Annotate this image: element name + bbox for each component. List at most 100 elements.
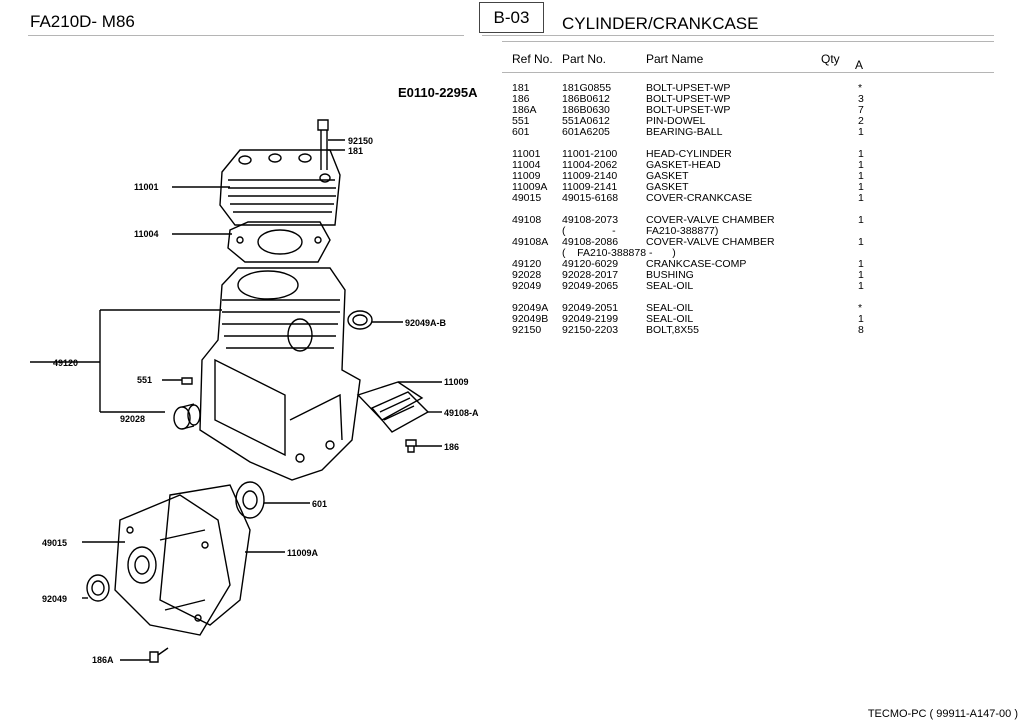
row-qty: 1: [858, 313, 864, 325]
row-qty: 2: [858, 115, 864, 127]
callout-49120: 49120: [53, 358, 78, 368]
row-qty: 1: [858, 126, 864, 138]
table-header-rule: [502, 72, 994, 73]
row-name: ): [646, 247, 676, 259]
row-part: 181G0855: [562, 82, 612, 94]
row-ref: 49108A: [512, 236, 549, 248]
row-qty: *: [858, 302, 863, 314]
row-qty: 1: [858, 170, 864, 182]
row-part: 92049-2051: [562, 302, 619, 314]
row-name: COVER-CRANKCASE: [646, 192, 753, 204]
row-qty: 1: [858, 280, 864, 292]
section-divider: [482, 35, 994, 36]
row-ref: 49120: [512, 258, 542, 270]
col-header-name: Part Name: [646, 52, 704, 66]
col-header-part: Part No.: [562, 52, 607, 66]
row-part: 49108-2086: [562, 236, 619, 248]
row-qty: 8: [858, 324, 864, 336]
row-qty: 1: [858, 181, 864, 193]
row-name: GASKET: [646, 181, 689, 193]
row-ref: 11001: [512, 148, 541, 160]
row-name: BOLT-UPSET-WP: [646, 104, 731, 116]
row-ref: 92028: [512, 269, 542, 281]
row-part: 11009-2141: [562, 181, 618, 193]
col-header-qty: Qty: [821, 52, 840, 66]
row-qty: 1: [858, 236, 864, 248]
callout-49015: 49015: [42, 538, 67, 548]
row-qty: *: [858, 82, 863, 94]
row-name: SEAL-OIL: [646, 313, 694, 325]
row-ref: 92049B: [512, 313, 549, 325]
row-name: CRANKCASE-COMP: [646, 258, 747, 270]
row-name: HEAD-CYLINDER: [646, 148, 732, 160]
row-part: 186B0630: [562, 104, 610, 116]
section-title: CYLINDER/CRANKCASE: [562, 14, 759, 33]
row-name: COVER-VALVE CHAMBER: [646, 214, 775, 226]
col-header-qty-variant: A: [855, 58, 864, 72]
row-part: 92049-2199: [562, 313, 619, 325]
row-ref: 551: [512, 115, 530, 127]
row-part: 49108-2073: [562, 214, 619, 226]
row-ref: 49015: [512, 192, 542, 204]
footer-catalog-code: TECMO-PC ( 99911-A147-00 ): [867, 708, 1018, 720]
page-code-box: B-03: [479, 2, 544, 33]
row-part: ( -: [562, 225, 616, 237]
callout-11004: 11004: [134, 229, 159, 239]
row-ref: 186A: [512, 104, 537, 116]
row-part: 49120-6029: [562, 258, 619, 270]
row-name: BOLT,8X55: [646, 324, 699, 336]
row-ref: 601: [512, 126, 530, 138]
row-qty: 1: [858, 148, 864, 160]
row-ref: 92049A: [512, 302, 549, 314]
row-ref: 181: [512, 82, 530, 94]
callout-11009a: 11009A: [287, 548, 319, 558]
row-qty: 1: [858, 214, 864, 226]
callout-11009: 11009: [444, 377, 469, 387]
row-name: GASKET: [646, 170, 689, 182]
row-part: 92150-2203: [562, 324, 619, 336]
callout-92150: 92150: [348, 136, 373, 146]
callout-49108-a: 49108-A: [444, 408, 479, 418]
model-title: FA210D- M86: [30, 12, 135, 31]
row-ref: 186: [512, 93, 530, 105]
row-qty: 1: [858, 159, 864, 171]
table-top-rule: [502, 41, 994, 42]
row-part: 11004-2062: [562, 159, 618, 171]
row-name: SEAL-OIL: [646, 280, 694, 292]
row-qty: 1: [858, 269, 864, 281]
row-part: 92028-2017: [562, 269, 619, 281]
row-part: ( FA210-388878 -: [562, 247, 653, 259]
row-name: FA210-388877): [646, 225, 719, 237]
callout-11001: 11001: [134, 182, 159, 192]
row-ref: 11009A: [512, 181, 548, 193]
row-name: BOLT-UPSET-WP: [646, 93, 731, 105]
exploded-parts-diagram: E0110-2295A 92150 181 11001 11004 92049A…: [30, 85, 479, 665]
callout-186: 186: [444, 442, 459, 452]
row-qty: 1: [858, 192, 864, 204]
row-qty: 7: [858, 104, 864, 116]
callout-186a: 186A: [92, 655, 114, 665]
row-ref: 11004: [512, 159, 541, 171]
row-part: 11001-2100: [562, 148, 618, 160]
row-part: 11009-2140: [562, 170, 618, 182]
row-ref: 92049: [512, 280, 542, 292]
title-divider: [28, 35, 464, 36]
row-qty: 3: [858, 93, 864, 105]
row-name: PIN-DOWEL: [646, 115, 706, 127]
row-ref: 49108: [512, 214, 542, 226]
diagram-code: E0110-2295A: [398, 85, 478, 100]
row-ref: 92150: [512, 324, 542, 336]
row-part: 186B0612: [562, 93, 610, 105]
callout-181: 181: [348, 146, 363, 156]
callout-92049a-b: 92049A-B: [405, 318, 447, 328]
row-ref: 11009: [512, 170, 541, 182]
row-part: 49015-6168: [562, 192, 619, 204]
callout-601: 601: [312, 499, 327, 509]
callout-92028: 92028: [120, 414, 145, 424]
row-qty: 1: [858, 258, 864, 270]
row-name: BEARING-BALL: [646, 126, 723, 138]
row-part: 601A6205: [562, 126, 610, 138]
row-name: BOLT-UPSET-WP: [646, 82, 731, 94]
row-part: 92049-2065: [562, 280, 619, 292]
row-name: GASKET-HEAD: [646, 159, 721, 171]
